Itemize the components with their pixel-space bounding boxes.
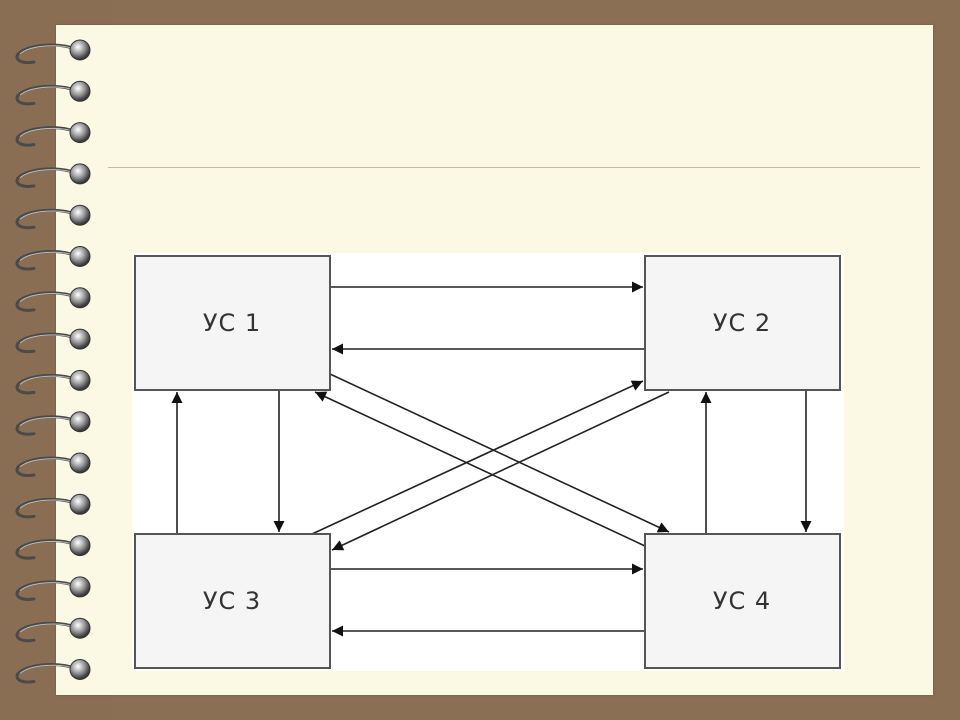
spiral-ring xyxy=(15,493,91,519)
edge-arrow xyxy=(329,373,670,533)
spiral-ring xyxy=(15,163,91,188)
edge-arrow xyxy=(311,380,644,535)
spiral-ring xyxy=(15,411,91,436)
spiral-ring xyxy=(15,246,91,271)
title-divider xyxy=(108,167,920,168)
edge-arrow xyxy=(314,391,646,547)
node-label-us4: УС 4 xyxy=(713,587,771,615)
node-us4: УС 4 xyxy=(644,533,841,669)
spiral-ring xyxy=(15,576,91,601)
node-label-us3: УС 3 xyxy=(203,587,261,615)
spiral-ring xyxy=(15,122,91,147)
node-label-us1: УС 1 xyxy=(203,309,261,337)
spiral-ring xyxy=(15,204,91,230)
spiral-ring xyxy=(15,328,91,354)
spiral-ring xyxy=(15,80,91,106)
node-us2: УС 2 xyxy=(644,255,841,391)
spiral-ring xyxy=(15,369,91,395)
node-us3: УС 3 xyxy=(134,533,331,669)
node-label-us2: УС 2 xyxy=(713,309,771,337)
spiral-ring xyxy=(15,659,91,684)
spiral-ring xyxy=(15,452,91,477)
spiral-ring xyxy=(15,535,91,560)
edge-arrow xyxy=(331,391,670,551)
network-diagram: УС 1 УС 2 УС 3 УС 4 xyxy=(132,253,844,671)
spiral-ring xyxy=(15,39,91,64)
spiral-ring xyxy=(15,287,91,312)
spiral-binding xyxy=(15,39,91,684)
node-us1: УС 1 xyxy=(134,255,331,391)
spiral-ring xyxy=(15,617,91,643)
